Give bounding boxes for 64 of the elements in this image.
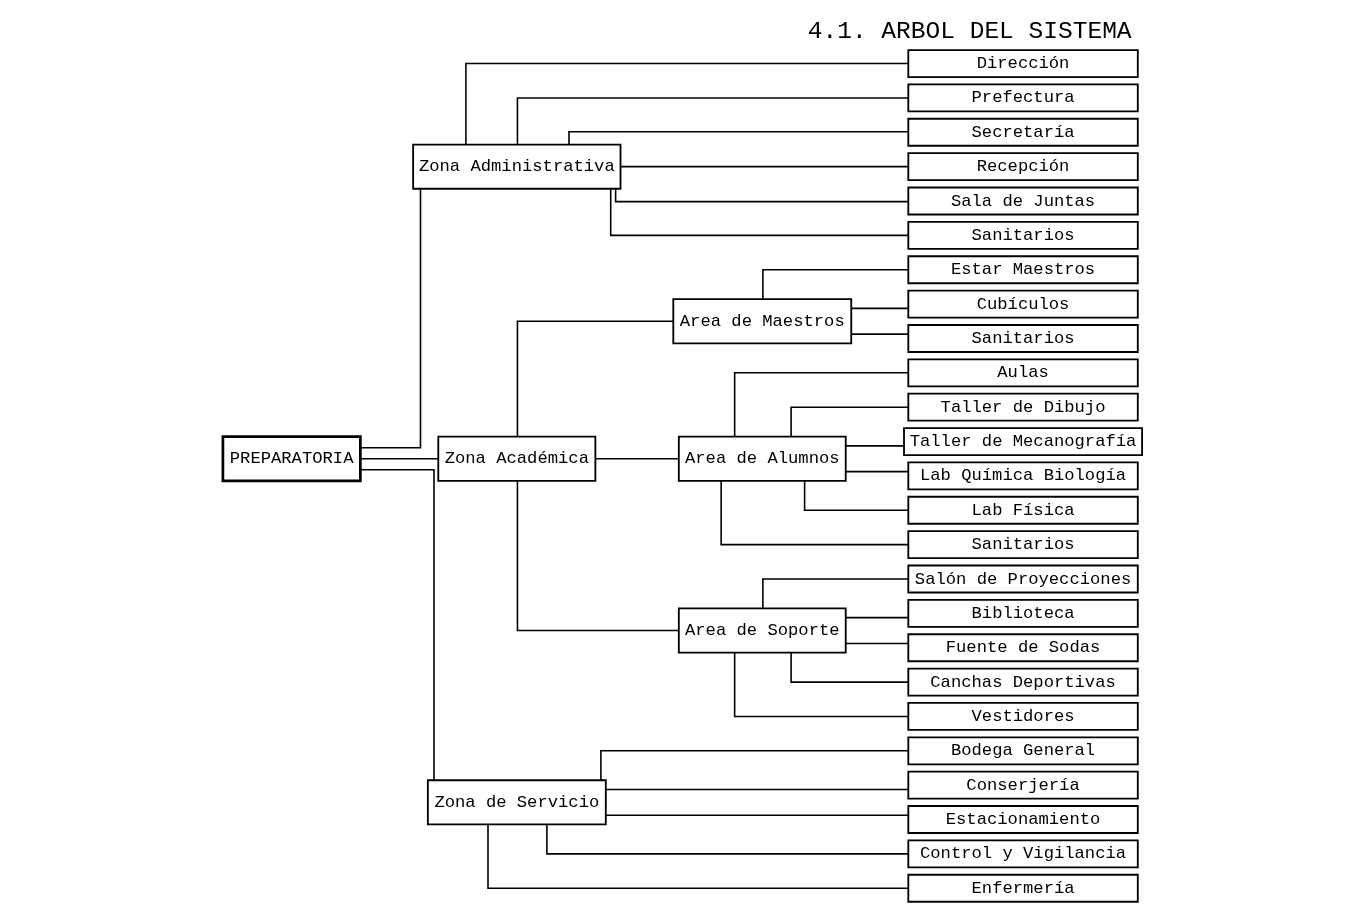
- connector: [516, 480, 680, 632]
- connector: [720, 480, 909, 546]
- node-box: Fuente de Sodas: [907, 633, 1139, 663]
- node-box: Sanitarios: [907, 220, 1139, 250]
- connector: [605, 788, 909, 791]
- node-box: Aulas: [907, 358, 1139, 388]
- connector: [845, 616, 909, 619]
- node-box: Secretaría: [907, 117, 1139, 147]
- node-box: Bodega General: [907, 736, 1139, 766]
- connector: [803, 480, 909, 512]
- connector: [359, 188, 422, 449]
- connector: [546, 823, 909, 855]
- node-box: Salón de Proyecciones: [907, 564, 1139, 594]
- node-box: Prefectura: [907, 83, 1139, 113]
- node-box: Sanitarios: [907, 530, 1139, 560]
- connector: [845, 445, 905, 447]
- node-box: Sanitarios: [907, 324, 1139, 353]
- node-box: Zona Académica: [437, 435, 597, 482]
- connector: [850, 333, 909, 335]
- connector: [568, 130, 909, 146]
- connector: [605, 814, 909, 817]
- node-box: Sala de Juntas: [907, 186, 1139, 216]
- connector: [845, 470, 909, 473]
- connector: [609, 188, 909, 237]
- node-box: Zona de Servicio: [426, 779, 607, 826]
- connector: [359, 468, 435, 781]
- connector: [465, 62, 910, 146]
- connector: [516, 97, 909, 146]
- node-box: Enfermería: [907, 873, 1139, 903]
- node-box: Dirección: [907, 49, 1139, 78]
- node-box: Canchas Deportivas: [907, 667, 1139, 697]
- node-box: Area de Maestros: [672, 298, 853, 345]
- node-box: Estacionamiento: [907, 805, 1139, 834]
- node-box: Control y Vigilancia: [907, 839, 1139, 869]
- node-box: Area de Soporte: [677, 607, 847, 654]
- connector: [600, 750, 910, 781]
- node-box: PREPARATORIA: [221, 435, 362, 483]
- node-box: Lab Química Biología: [907, 461, 1139, 491]
- connector: [762, 578, 909, 610]
- connector: [790, 651, 909, 683]
- connector: [620, 165, 909, 168]
- connector: [733, 651, 910, 718]
- node-box: Lab Física: [907, 495, 1139, 525]
- node-box: Taller de Mecanografía: [903, 427, 1143, 456]
- connector: [594, 457, 680, 460]
- connector: [359, 457, 439, 460]
- node-box: Area de Alumnos: [677, 435, 847, 482]
- node-box: Vestidores: [907, 702, 1139, 731]
- connector: [733, 372, 910, 438]
- connector: [516, 320, 674, 437]
- connector: [790, 406, 909, 438]
- connector: [850, 307, 909, 310]
- node-box: Biblioteca: [907, 598, 1139, 628]
- node-box: Conserjería: [907, 770, 1139, 800]
- node-box: Zona Administrativa: [412, 143, 622, 190]
- connector: [614, 188, 909, 203]
- node-box: Cubículos: [907, 289, 1139, 319]
- connector: [845, 642, 909, 645]
- connector: [487, 823, 910, 890]
- node-box: Taller de Dibujo: [907, 392, 1139, 422]
- node-box: Estar Maestros: [907, 255, 1139, 285]
- connector: [762, 268, 909, 300]
- node-box: Recepción: [907, 152, 1139, 182]
- diagram-title: 4.1. ARBOL DEL SISTEMA: [807, 17, 1132, 45]
